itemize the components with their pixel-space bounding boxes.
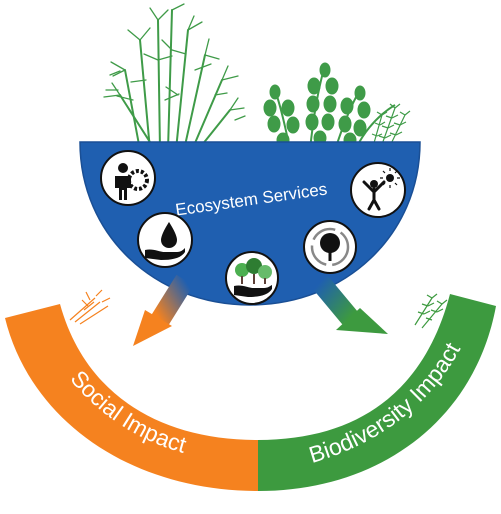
small-bamboo-sprig (69, 289, 111, 325)
arrow-to-social (133, 274, 194, 346)
biodiversity-impact-arc: Biodiversity Impact (258, 294, 496, 491)
water-drop-hand-icon (137, 212, 193, 268)
tree-cycle-icon (303, 220, 357, 274)
small-leafy-sprig (414, 293, 448, 329)
leafy-plant (263, 62, 411, 151)
worker-gear-icon (100, 150, 156, 206)
person-sun-icon (350, 162, 406, 218)
arrow-to-biodiversity (312, 275, 388, 334)
social-impact-arc: Social Impact (5, 304, 258, 491)
trees-hand-icon (225, 251, 279, 305)
bamboo-plant (103, 3, 246, 151)
